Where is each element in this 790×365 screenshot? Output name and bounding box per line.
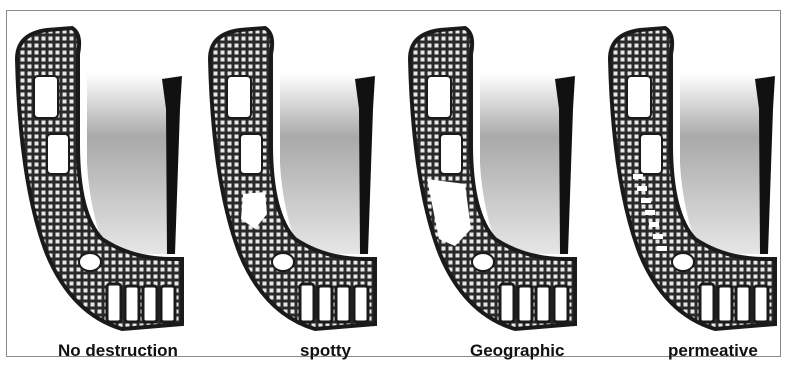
caption-spotty: spotty [300, 341, 351, 361]
marrow-cavity [34, 76, 58, 118]
caption-permeative: permeative [668, 341, 758, 361]
marrow-cavity [47, 134, 69, 174]
bone-diagram-spotty [205, 14, 385, 339]
bone-diagram-no-destruction [12, 14, 192, 339]
bone-diagram-geographic [405, 14, 585, 339]
bone-diagram-permeative [605, 14, 785, 339]
marrow-shadow [87, 74, 172, 254]
caption-no-destruction: No destruction [58, 341, 178, 361]
marrow-cavity [79, 253, 101, 271]
caption-geographic: Geographic [470, 341, 564, 361]
